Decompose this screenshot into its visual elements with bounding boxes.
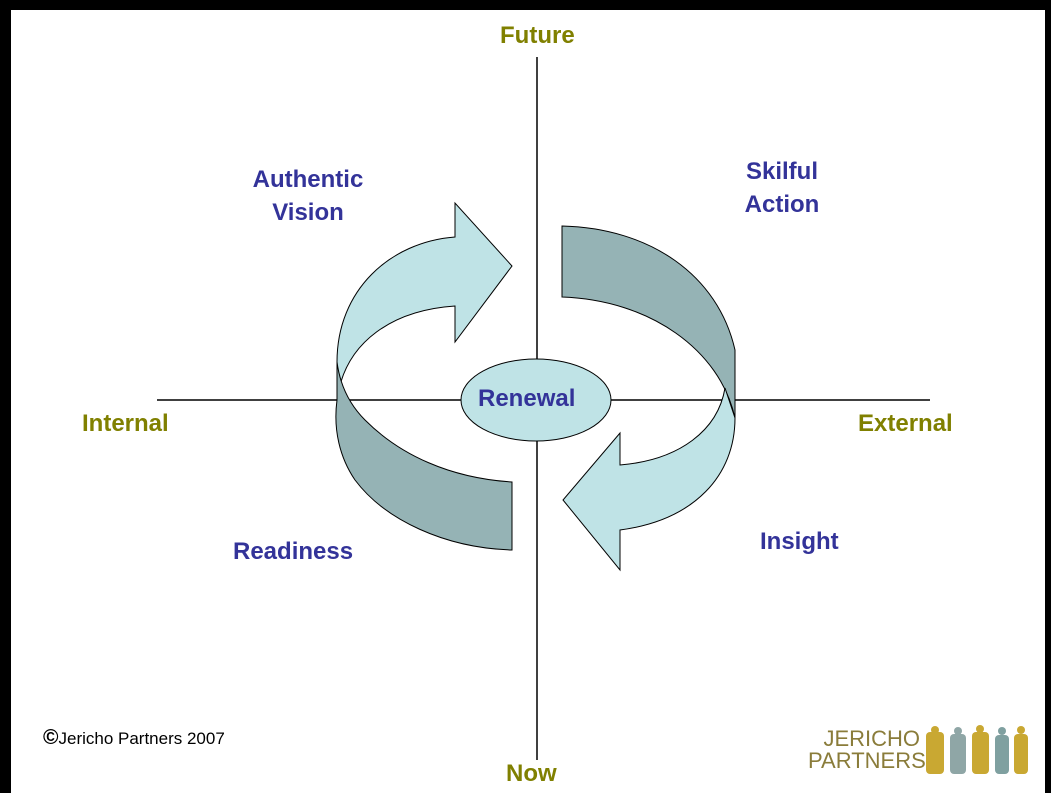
readiness-arrow — [335, 361, 513, 551]
logo-line-2: PARTNERS — [808, 748, 926, 773]
copyright-text: Jericho Partners 2007 — [58, 729, 225, 748]
frame-top-border — [0, 0, 1051, 10]
quadrant-label-insight: Insight — [760, 528, 839, 555]
quadrant-label-skilful-action: Skilful Action — [722, 155, 842, 221]
axis-label-now: Now — [506, 760, 557, 787]
center-label-renewal: Renewal — [478, 385, 576, 412]
axis-label-future: Future — [500, 22, 575, 49]
frame-left-border — [0, 0, 11, 793]
quadrant-label-line: Vision — [272, 199, 344, 226]
quadrant-label-line: Skilful — [745, 158, 818, 185]
copyright-symbol: © — [43, 726, 59, 749]
quadrant-label-authentic-vision: Authentic Vision — [233, 163, 383, 229]
copyright-notice: ©Jericho Partners 2007 — [43, 726, 225, 750]
axis-label-external: External — [858, 410, 953, 437]
quadrant-label-line: Authentic — [252, 166, 364, 193]
logo-figures-icon — [926, 725, 1028, 774]
logo-wordmark: JERICHO PARTNERS — [808, 726, 926, 773]
authentic-vision-arrow — [336, 201, 513, 401]
jericho-partners-logo: JERICHO PARTNERS — [808, 726, 1032, 776]
logo-line-1: JERICHO — [823, 726, 920, 751]
axis-label-internal: Internal — [82, 410, 169, 437]
quadrant-label-readiness: Readiness — [233, 538, 354, 565]
frame-right-border — [1045, 0, 1051, 793]
insight-arrow — [562, 387, 736, 572]
renewal-ellipse — [460, 358, 612, 442]
quadrant-label-line: Action — [744, 191, 820, 218]
